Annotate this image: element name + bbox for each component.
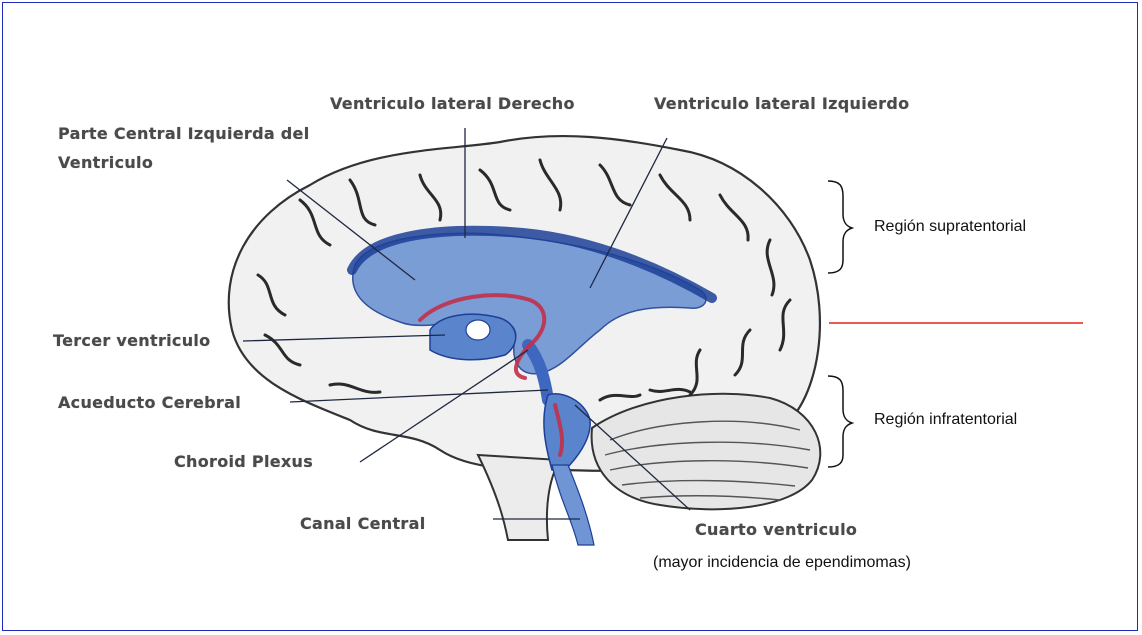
- brace-infratentorial: [828, 376, 852, 467]
- label-central-part-line2: Ventriculo: [58, 153, 153, 172]
- label-fourth-ventricle: Cuarto ventriculo: [695, 520, 857, 539]
- label-region-infratentorial: Región infratentorial: [874, 411, 1017, 429]
- label-fourth-note: (mayor incidencia de ependimomas): [653, 554, 911, 572]
- label-aqueduct: Acueducto Cerebral: [58, 393, 241, 412]
- label-third-ventricle: Tercer ventriculo: [53, 331, 210, 350]
- label-central-part-line1: Parte Central Izquierda del: [58, 124, 309, 143]
- central-canal: [552, 465, 594, 545]
- label-choroid-plexus: Choroid Plexus: [174, 452, 313, 471]
- brace-supratentorial: [828, 181, 852, 273]
- label-region-supratentorial: Región supratentorial: [874, 218, 1026, 236]
- label-central-canal: Canal Central: [300, 514, 426, 533]
- label-lateral-left: Ventriculo lateral Izquierdo: [654, 94, 909, 113]
- brainstem: [478, 455, 560, 540]
- label-lateral-right: Ventriculo lateral Derecho: [330, 94, 575, 113]
